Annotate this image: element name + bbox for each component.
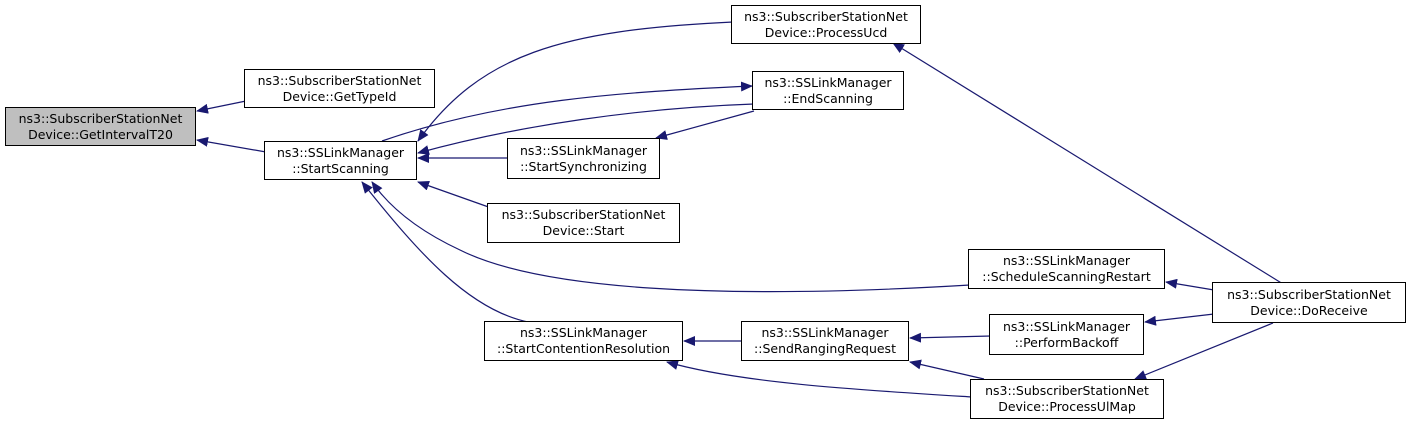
node-label-line-1: ns3::SubscriberStationNet <box>501 207 666 222</box>
node-label-line-2: Device::Start <box>542 223 625 238</box>
node-label-line-1: ns3::SubscriberStationNet <box>985 383 1149 398</box>
node-end-scanning[interactable]: ns3::SSLinkManager ::EndScanning <box>752 71 904 110</box>
node-label-line-2: ::EndScanning <box>783 90 873 106</box>
call-edge-performbackoff-to-sendrangingrequest <box>909 332 992 343</box>
node-label-line-2: Device::GetTypeId <box>282 88 397 104</box>
node-send-ranging-request[interactable]: ns3::SSLinkManager ::SendRangingRequest <box>741 321 909 361</box>
node-label-line-2: Device::ProcessUlMap <box>998 399 1136 414</box>
call-edge-processulmap-to-startcontentionresolution <box>666 360 973 398</box>
node-label-line-1: ns3::SSLinkManager <box>761 325 889 340</box>
node-label-line-2: ::StartContentionResolution <box>496 341 671 356</box>
call-edge-doreceive-to-processucd <box>892 42 1284 285</box>
call-edge-startcontentionresolution-to-startscanning <box>361 181 529 323</box>
node-do-receive[interactable]: ns3::SubscriberStationNet Device::DoRece… <box>1212 282 1406 323</box>
node-label-line-1: ns3::SubscriberStationNet <box>257 72 422 88</box>
call-edge-gettypeid-to-getintervalt20 <box>196 100 247 114</box>
node-label-line-2: Device::GetIntervalT20 <box>28 126 173 142</box>
node-label-line-1: ns3::SSLinkManager <box>519 142 648 158</box>
node-label-line-2: ::SendRangingRequest <box>754 341 896 356</box>
call-edge-doreceive-to-processulmap <box>1134 322 1274 380</box>
call-edge-doreceive-to-performbackoff <box>1144 313 1215 326</box>
node-label-line-2: Device::ProcessUcd <box>764 24 888 40</box>
node-process-ul-map[interactable]: ns3::SubscriberStationNet Device::Proces… <box>970 379 1164 419</box>
call-edge-startscanning-to-getintervalt20 <box>196 136 267 153</box>
node-perform-backoff[interactable]: ns3::SSLinkManager ::PerformBackoff <box>989 314 1144 355</box>
node-label-line-1: ns3::SSLinkManager <box>1002 318 1131 334</box>
node-label-line-1: ns3::SubscriberStationNet <box>18 110 183 126</box>
node-label-line-1: ns3::SSLinkManager <box>764 74 892 90</box>
node-process-ucd[interactable]: ns3::SubscriberStationNet Device::Proces… <box>731 5 921 44</box>
call-edge-schedulescanningrestart-to-startscanning <box>371 181 971 293</box>
call-edge-startscanning-to-endscanning <box>381 81 753 142</box>
node-get-type-id[interactable]: ns3::SubscriberStationNet Device::GetTyp… <box>244 69 435 108</box>
call-edge-start-to-startscanning <box>417 180 498 211</box>
call-edge-endscanning-to-startsynchronizing <box>655 110 755 140</box>
node-start[interactable]: ns3::SubscriberStationNet Device::Start <box>487 203 680 243</box>
node-start-synchronizing[interactable]: ns3::SSLinkManager ::StartSynchronizing <box>507 138 660 179</box>
node-label-line-1: ns3::SSLinkManager <box>276 144 405 160</box>
node-label-line-1: ns3::SSLinkManager <box>1002 253 1131 268</box>
node-label-line-2: ::StartSynchronizing <box>520 158 647 174</box>
node-label-line-1: ns3::SSLinkManager <box>519 325 648 340</box>
node-start-contention-resolution[interactable]: ns3::SSLinkManager ::StartContentionReso… <box>484 321 683 361</box>
node-label-line-2: ::ScheduleScanningRestart <box>982 269 1151 284</box>
node-get-interval-t20: ns3::SubscriberStationNet Device::GetInt… <box>5 107 196 146</box>
node-label-line-2: ::StartScanning <box>292 160 389 176</box>
call-edge-processucd-to-startscanning <box>417 21 734 142</box>
node-label-line-1: ns3::SubscriberStationNet <box>1227 286 1391 302</box>
node-start-scanning[interactable]: ns3::SSLinkManager ::StartScanning <box>264 141 417 180</box>
call-edge-endscanning-to-startscanning <box>417 103 755 155</box>
node-label-line-1: ns3::SubscriberStationNet <box>744 8 908 24</box>
node-label-line-2: ::PerformBackoff <box>1014 334 1119 350</box>
call-edge-processulmap-to-sendrangingrequest <box>909 359 985 380</box>
node-label-line-2: Device::DoReceive <box>1250 302 1368 318</box>
node-schedule-scanning-restart[interactable]: ns3::SSLinkManager ::ScheduleScanningRes… <box>968 249 1165 289</box>
call-edge-doreceive-to-schedulescanningrestart <box>1165 278 1215 291</box>
